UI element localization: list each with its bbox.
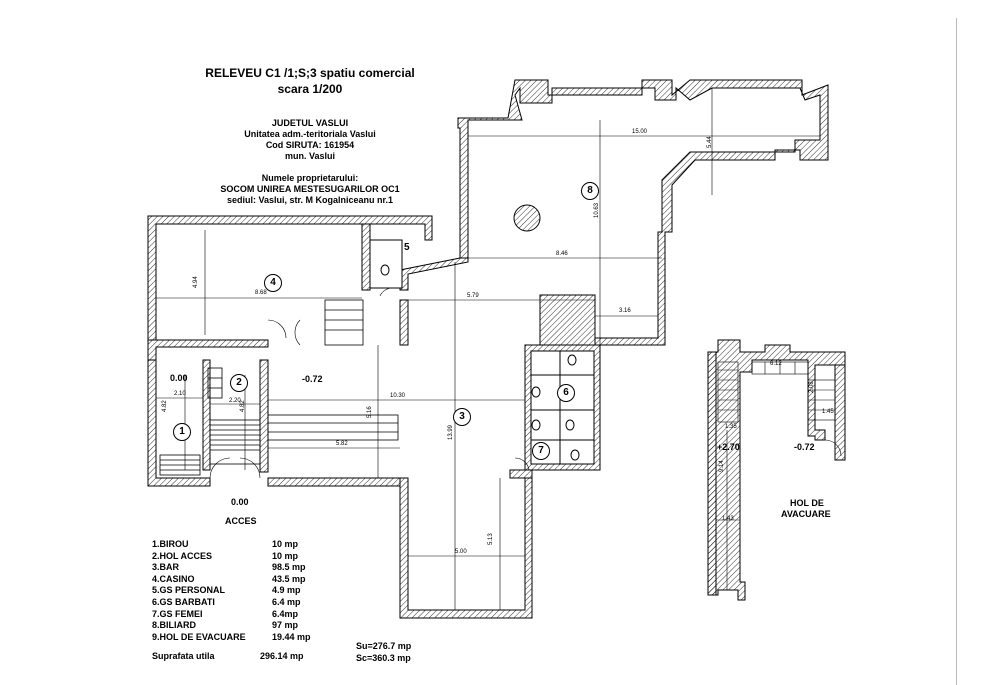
room-number-2: 2	[230, 374, 248, 392]
legend-room-area: 6.4mp	[272, 608, 299, 619]
legend-room-name: 7.GS FEMEI	[152, 608, 203, 619]
legend-room-area: 10 mp	[272, 539, 299, 549]
dim-label: 2.10	[174, 391, 186, 397]
legend-row: 6.GS BARBATI 6.4 mp	[152, 597, 352, 609]
legend-row: 8.BILIARD 97 mp	[152, 620, 352, 632]
hol-label-line2: AVACUARE	[781, 509, 831, 519]
dim-label: 9.14	[719, 460, 725, 472]
dim-label: 10.30	[390, 393, 406, 399]
legend-row: 7.GS FEMEI 6.4mp	[152, 609, 352, 621]
door-swings	[209, 287, 842, 479]
room-5-wc	[369, 239, 403, 289]
dim-label: 5.82	[336, 441, 348, 447]
room-3-walls	[399, 257, 596, 619]
owner-line3: sediul: Vaslui, str. M Kogalniceanu nr.1	[226, 195, 394, 205]
sc-total: Sc=360.3 mp	[356, 653, 411, 663]
room-8-walls	[457, 79, 829, 346]
dim-label: 4.94	[193, 276, 199, 288]
location-line2: Unitatea adm.-teritoriala Vaslui	[244, 129, 376, 139]
owner-line1: Numele proprietarului:	[261, 173, 359, 183]
room-number-4: 4	[264, 274, 282, 292]
su-total: Su=276.7 mp	[356, 641, 412, 651]
legend-room-name: 5.GS PERSONAL	[152, 585, 226, 596]
level-mark-hol: -0.72	[794, 442, 815, 452]
room-number-5: 5	[404, 242, 410, 253]
dim-label: 5.16	[367, 406, 373, 418]
legend-room-area: 4.9 mp	[272, 585, 301, 596]
column	[513, 204, 541, 232]
legend-room-name: 4.CASINO	[152, 573, 195, 584]
plan-title-line2: scara 1/200	[277, 82, 343, 96]
level-mark-room1: 0.00	[170, 373, 188, 383]
legend-room-name: 1.BIROU	[152, 539, 189, 549]
legend-room-name: 2.HOL ACCES	[152, 550, 213, 561]
useful-area-value: 296.14 mp	[260, 651, 304, 661]
room-area-legend: 1.BIROU 10 mp 2.HOL ACCES 10 mp 3.BAR 98.5 …	[152, 539, 352, 643]
dim-label: 3.16	[619, 308, 631, 314]
dim-label: 1.43	[722, 516, 734, 522]
legend-room-area: 98.5 mp	[272, 562, 306, 573]
legend-room-area: 10 mp	[272, 550, 299, 561]
level-mark-bar: -0.72	[302, 374, 323, 384]
room-9-walls	[707, 339, 846, 601]
legend-row: 1.BIROU 10 mp	[152, 539, 352, 551]
acces-label: ACCES	[225, 516, 257, 526]
dim-label: 1.45	[822, 409, 834, 415]
room-number-8: 8	[581, 182, 599, 200]
room-number-6: 6	[557, 384, 575, 402]
legend-row: 4.CASINO 43.5 mp	[152, 574, 352, 586]
room-9-stairs	[716, 361, 836, 590]
legend-room-area: 97 mp	[272, 620, 299, 631]
legend-room-name: 3.BAR	[152, 562, 180, 573]
dim-label: 1.35	[725, 424, 737, 430]
dim-label: 2.20	[229, 398, 241, 404]
legend-row: 5.GS PERSONAL 4.9 mp	[152, 585, 352, 597]
plan-title-line1: RELEVEU C1 /1;S;3 spatiu comercial	[205, 66, 415, 80]
room-number-3: 3	[453, 408, 471, 426]
rooms-1-2-walls	[147, 359, 401, 487]
location-line4: mun. Vaslui	[284, 151, 335, 161]
dim-label: 13.99	[448, 424, 454, 440]
hol-label-line1: HOL DE	[790, 498, 824, 508]
dim-label: 15.00	[632, 129, 648, 135]
room-number-7: 7	[532, 442, 550, 460]
dim-label: 8.46	[556, 251, 568, 257]
dim-label: 6.12	[770, 361, 782, 367]
dim-label: 10.63	[594, 202, 600, 218]
legend-room-area: 43.5 mp	[272, 573, 306, 584]
legend-row: 2.HOL ACCES 10 mp	[152, 551, 352, 563]
dim-label: 5.00	[455, 549, 467, 555]
legend-room-name: 9.HOL DE EVACUARE	[152, 631, 246, 642]
legend-room-area: 6.4 mp	[272, 596, 301, 607]
dim-label: 4.82	[240, 400, 246, 412]
dim-label: 2.08	[809, 381, 815, 393]
dim-label: 8.68	[255, 290, 267, 296]
room-number-1: 1	[173, 423, 191, 441]
dim-label: 5.44	[707, 136, 713, 148]
dimension-lines	[156, 88, 820, 610]
level-mark-upper: +2.70	[717, 442, 740, 452]
dim-label: 5.13	[488, 533, 494, 545]
dim-label: 5.79	[467, 293, 479, 299]
legend-row: 9.HOL DE EVACUARE 19.44 mp	[152, 632, 352, 644]
dim-label: 4.82	[162, 400, 168, 412]
page-edge-line	[956, 18, 957, 685]
level-mark-entry: 0.00	[231, 497, 249, 507]
legend-room-name: 8.BILIARD	[152, 620, 197, 631]
owner-line2: SOCOM UNIREA MESTESUGARILOR OC1	[220, 184, 400, 194]
stairs	[159, 299, 399, 476]
legend-room-name: 6.GS BARBATI	[152, 596, 215, 607]
location-line3: Cod SIRUTA: 161954	[265, 140, 355, 150]
legend-room-area: 19.44 mp	[272, 631, 311, 642]
location-line1: JUDETUL VASLUI	[271, 118, 349, 128]
legend-row: 3.BAR 98.5 mp	[152, 562, 352, 574]
useful-area-label: Suprafata utila	[152, 651, 215, 661]
